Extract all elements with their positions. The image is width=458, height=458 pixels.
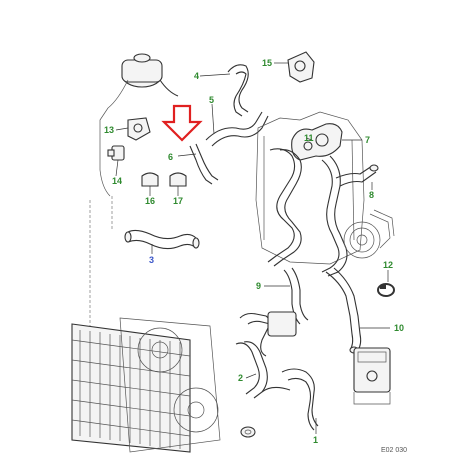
- hose-4: [227, 64, 249, 113]
- callout-10: 10: [394, 323, 404, 333]
- red-indicator-arrow: [161, 104, 203, 142]
- callout-5: 5: [209, 95, 214, 105]
- hose-2: [235, 342, 260, 395]
- bleed-pipe: [99, 79, 129, 197]
- lower-hose-left: [267, 148, 296, 263]
- engine-outline: [255, 111, 365, 265]
- callout-1: 1: [313, 435, 318, 445]
- expansion-tank: [121, 53, 179, 97]
- callout-17: 17: [173, 196, 183, 206]
- callout-4: 4: [194, 71, 199, 81]
- callout-9: 9: [256, 281, 261, 291]
- callout-12: 12: [383, 260, 393, 270]
- fitting-14: [107, 145, 125, 177]
- hose-clamp-12: [377, 270, 395, 297]
- callout-8: 8: [369, 190, 374, 200]
- dashed-guide: [89, 196, 113, 420]
- clip-17: [169, 172, 187, 196]
- hose-9: [283, 269, 301, 325]
- thermostat-housing-15: [274, 51, 315, 83]
- water-pump-pulley: [343, 209, 395, 259]
- callout-11: 11: [304, 133, 314, 143]
- radiator: [71, 323, 191, 453]
- callout-14: 14: [112, 176, 122, 186]
- callout-15: 15: [262, 58, 272, 68]
- hose-10: [325, 271, 354, 351]
- fan-shroud: [119, 317, 221, 453]
- clip-16: [141, 172, 159, 196]
- hose-6: [189, 145, 213, 185]
- bracket-connector: [267, 311, 297, 337]
- coolant-manifold-1: [291, 123, 343, 161]
- callout-6: 6: [168, 152, 173, 162]
- callout-3: 3: [149, 255, 154, 265]
- hose-3: [127, 229, 197, 240]
- callout-7: 7: [365, 135, 370, 145]
- lower-hose-right: [321, 159, 340, 273]
- callout-2: 2: [238, 373, 243, 383]
- heater-block: [353, 347, 391, 405]
- callout-16: 16: [145, 196, 155, 206]
- callout-13: 13: [104, 125, 114, 135]
- hose-upper-connector: [239, 312, 271, 357]
- clamp-bracket-13: [115, 117, 151, 141]
- hose-1-lower: [281, 368, 319, 427]
- hose-8: [335, 165, 373, 179]
- reference-code: E02 030: [381, 447, 407, 454]
- bottom-connector: [240, 426, 256, 438]
- hose-5: [205, 111, 263, 141]
